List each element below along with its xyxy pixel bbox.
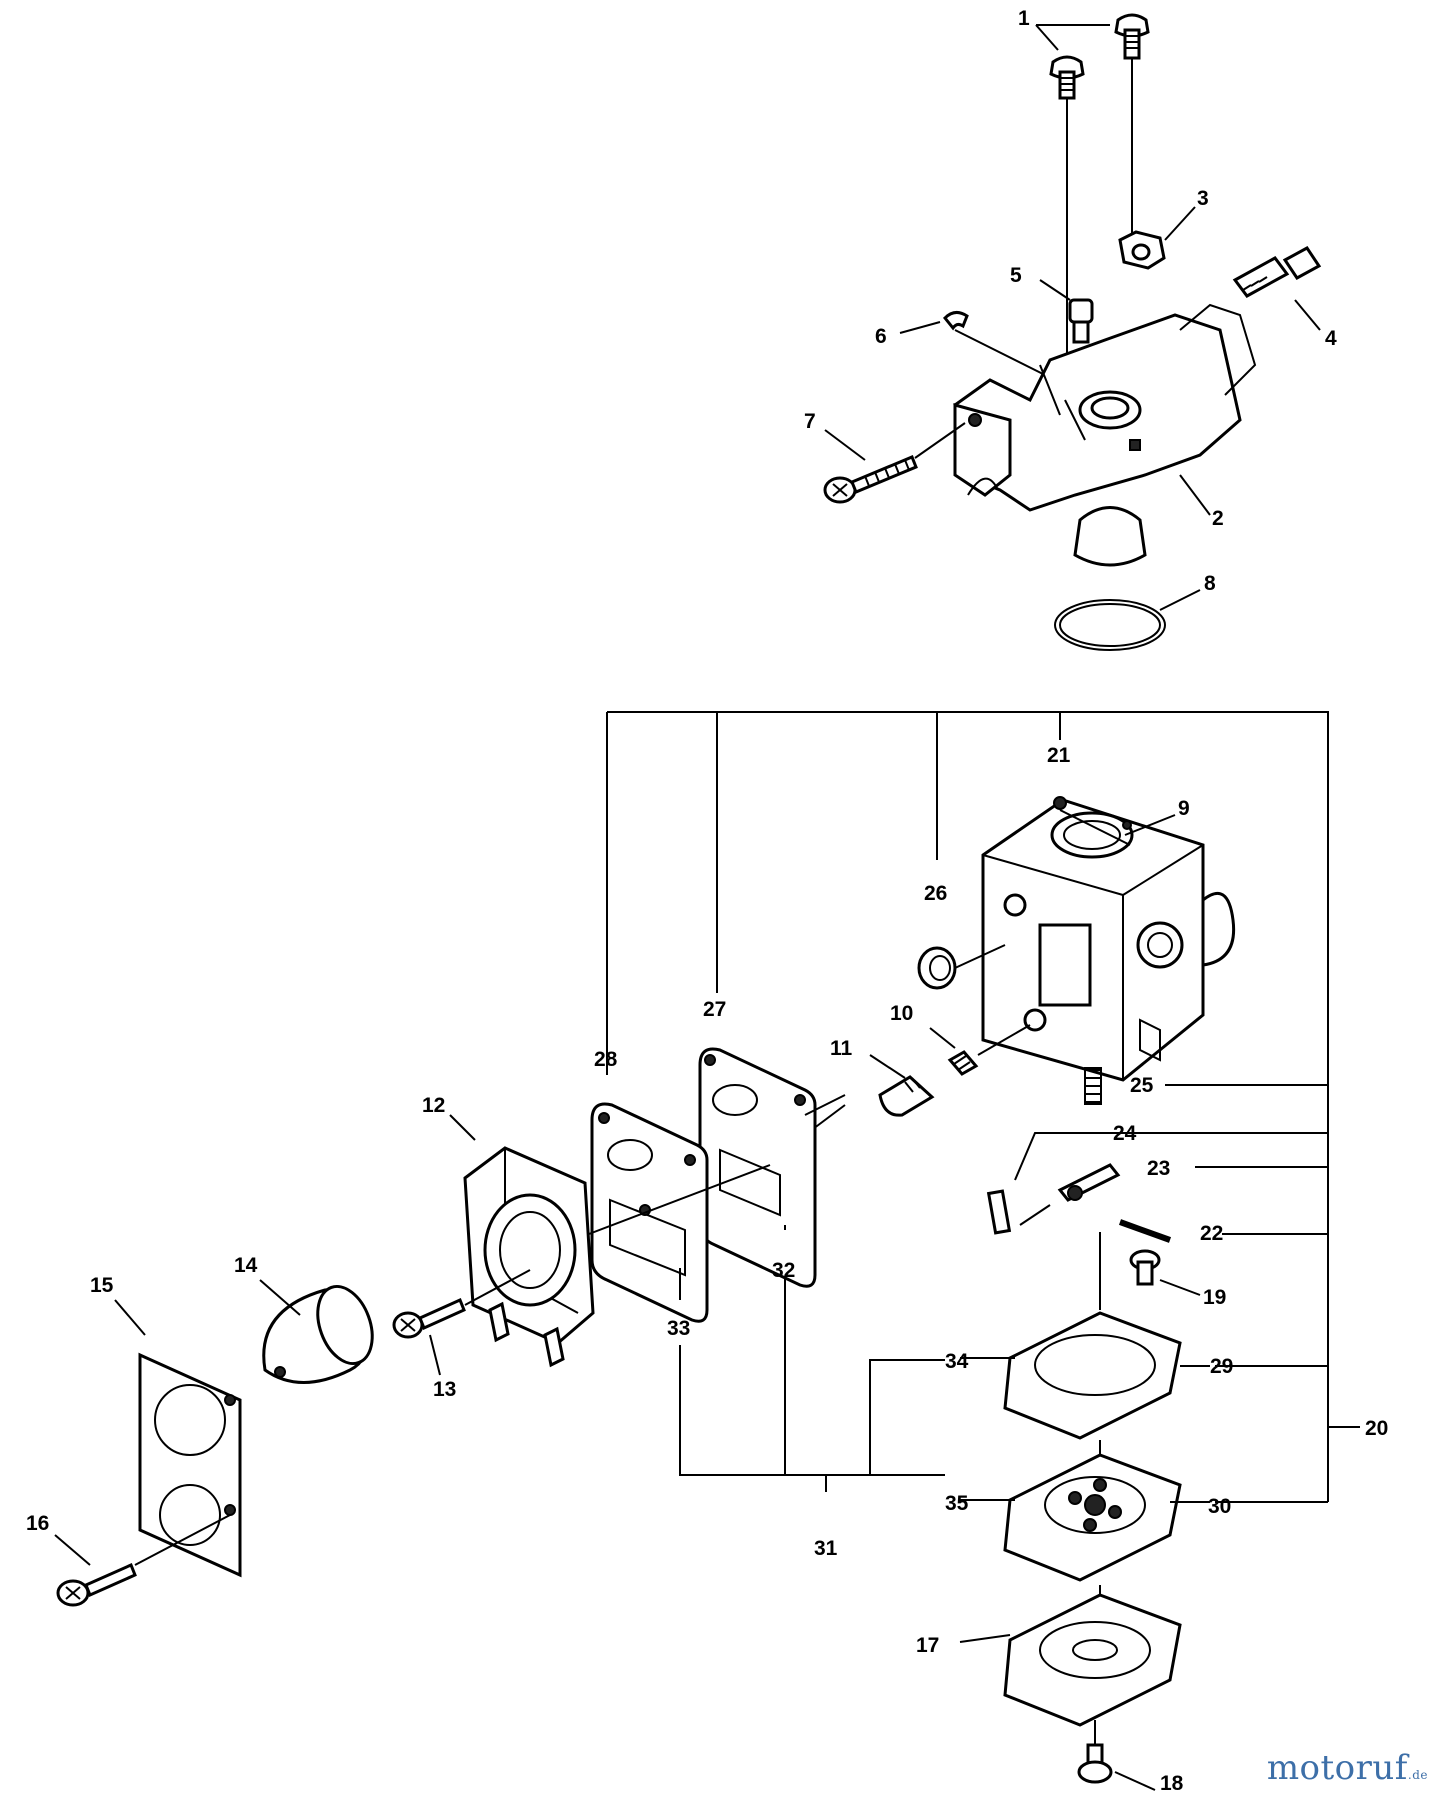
part-4-adjuster <box>1232 246 1322 298</box>
part-23-lever <box>1057 1163 1121 1202</box>
callout-3: 3 <box>1197 187 1209 210</box>
watermark-logo: motoruf.de <box>1267 1748 1428 1788</box>
part-13-screw <box>392 1297 466 1339</box>
callout-22: 22 <box>1200 1222 1223 1245</box>
callout-31: 31 <box>814 1537 838 1560</box>
callout-14: 14 <box>234 1254 258 1277</box>
part-7-screw <box>823 455 918 504</box>
callout-20: 20 <box>1365 1417 1388 1440</box>
part-19-screw <box>1129 1249 1161 1286</box>
part-9-carburetor-body <box>981 798 1236 1082</box>
part-11-needle <box>878 1075 935 1117</box>
part-12-pump-body <box>463 1146 595 1368</box>
callout-13: 13 <box>433 1378 456 1401</box>
callout-23: 23 <box>1147 1157 1170 1180</box>
part-27-gasket <box>698 1047 817 1288</box>
part-30-diaphragm <box>1003 1453 1182 1582</box>
part-5-pin <box>1068 298 1094 344</box>
callout-17: 17 <box>916 1634 939 1657</box>
part-15-plate <box>138 1352 242 1578</box>
watermark-suffix: .de <box>1407 1768 1428 1782</box>
part-16-screw <box>56 1562 137 1607</box>
callout-16: 16 <box>26 1512 49 1535</box>
callout-11: 11 <box>830 1037 853 1060</box>
part-10-jet <box>947 1050 979 1076</box>
part-22-shaft <box>1118 1219 1172 1243</box>
part-21-ball <box>1053 796 1067 810</box>
callout-5: 5 <box>1010 264 1022 287</box>
callout-18: 18 <box>1160 1772 1184 1795</box>
part-14-primer-bulb <box>262 1284 374 1384</box>
callout-34: 34 <box>945 1350 969 1373</box>
part-1-screw-left <box>1049 55 1085 420</box>
part-1-screw-right <box>1114 13 1150 250</box>
part-3-nut <box>1118 230 1166 270</box>
part-25-spring <box>1084 1067 1102 1105</box>
watermark-main: motoruf <box>1266 1748 1408 1788</box>
callout-15: 15 <box>90 1274 114 1297</box>
callout-4: 4 <box>1325 327 1337 350</box>
callout-35: 35 <box>945 1492 969 1515</box>
callout-28: 28 <box>594 1048 618 1071</box>
part-17-cover <box>1003 1593 1182 1727</box>
callout-1: 1 <box>1018 7 1030 30</box>
callout-30: 30 <box>1208 1495 1231 1518</box>
callout-25: 25 <box>1130 1074 1154 1097</box>
part-29-gasket <box>1003 1311 1182 1440</box>
callout-19: 19 <box>1203 1286 1226 1309</box>
callout-12: 12 <box>422 1094 445 1117</box>
part-26-plug <box>917 946 957 990</box>
callout-10: 10 <box>890 1002 913 1025</box>
bracket-20-top <box>607 711 1329 1502</box>
callout-7: 7 <box>804 410 816 433</box>
callout-9: 9 <box>1178 797 1190 820</box>
bracket-31 <box>679 1345 945 1476</box>
part-6-clip <box>942 311 969 331</box>
part-18-screw <box>1077 1743 1113 1784</box>
callout-2: 2 <box>1212 507 1224 530</box>
callout-33: 33 <box>667 1317 690 1340</box>
callout-21: 21 <box>1047 744 1071 767</box>
part-8-o-ring <box>1054 599 1166 651</box>
part-28-diaphragm <box>590 1102 709 1323</box>
callout-6: 6 <box>875 325 887 348</box>
callout-24: 24 <box>1113 1122 1137 1145</box>
part-24-pin <box>986 1189 1012 1235</box>
callout-29: 29 <box>1210 1355 1233 1378</box>
part-2-housing <box>953 303 1257 567</box>
callout-27: 27 <box>703 998 726 1021</box>
callout-26: 26 <box>924 882 947 905</box>
callout-32: 32 <box>772 1259 795 1282</box>
callout-8: 8 <box>1204 572 1216 595</box>
